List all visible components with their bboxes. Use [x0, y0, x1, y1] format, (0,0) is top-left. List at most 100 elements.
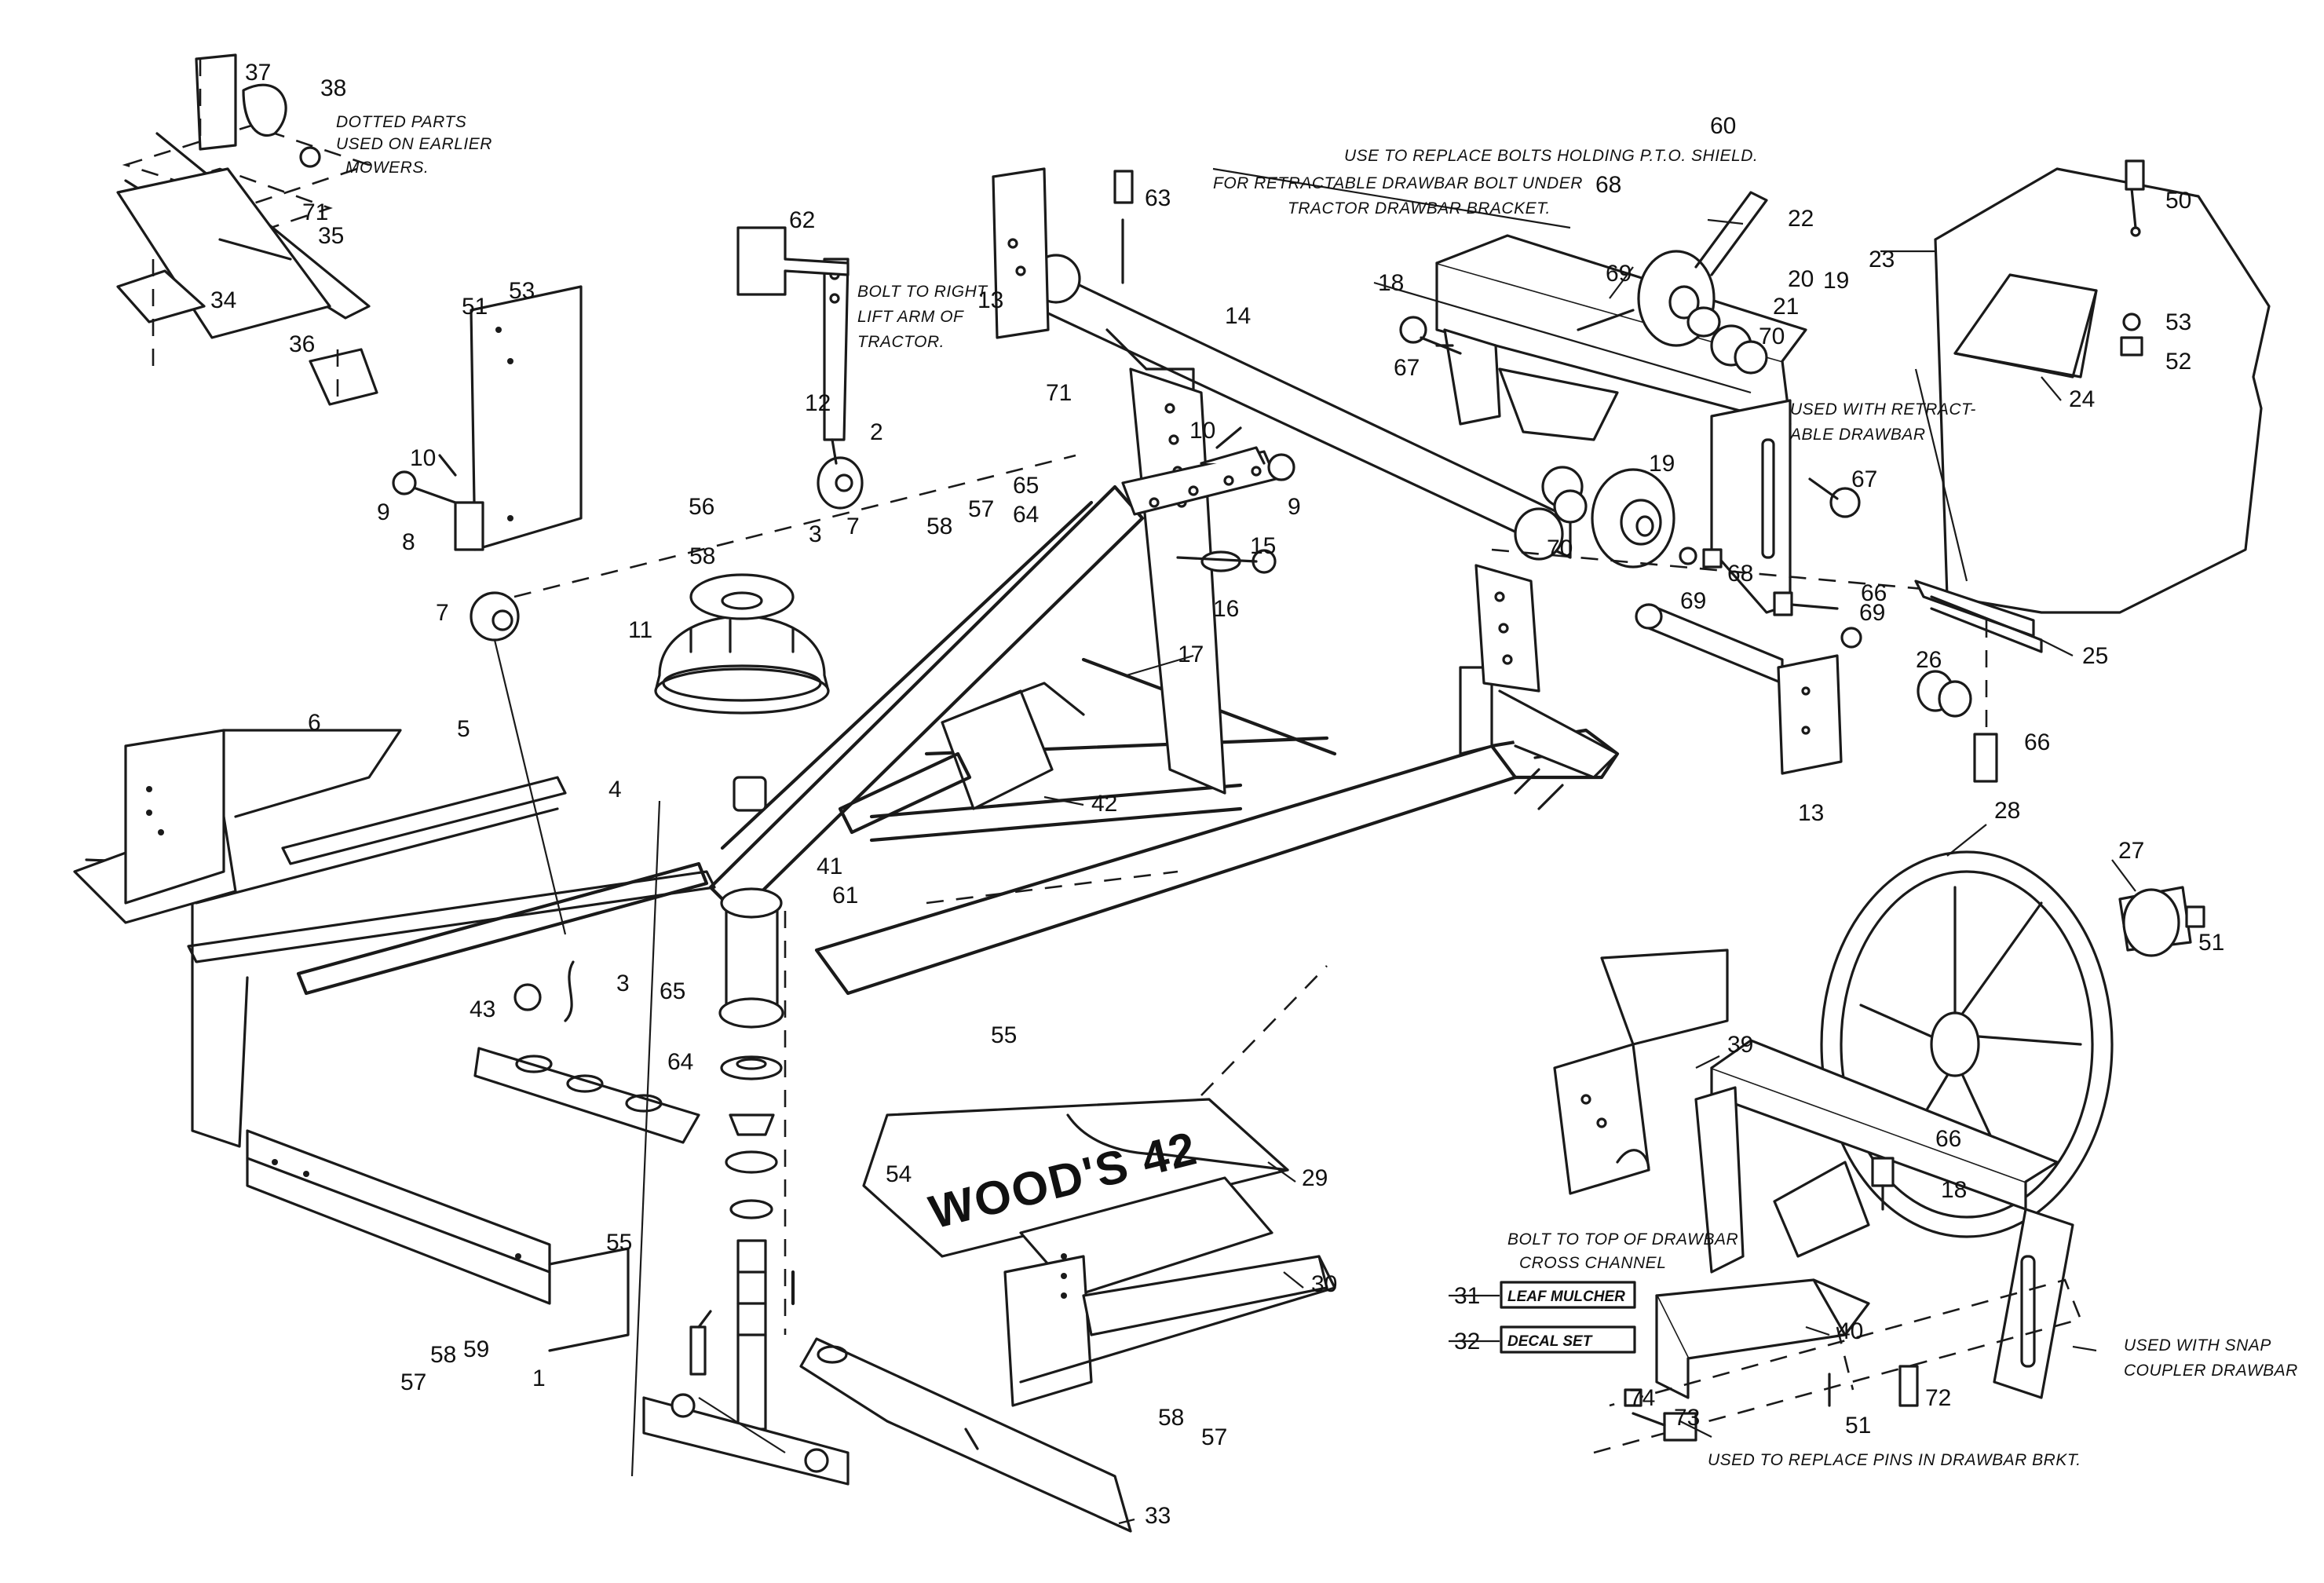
callout-22: 22: [1788, 206, 1814, 232]
callout-58: 58: [689, 543, 715, 569]
callout-70: 70: [1547, 536, 1573, 561]
note-replace-pins: USED TO REPLACE PINS IN DRAWBAR BRKT.: [1708, 1451, 2081, 1469]
note-retractable-bolt-1: FOR RETRACTABLE DRAWBAR BOLT UNDER: [1213, 174, 1583, 192]
callout-15: 15: [1250, 533, 1276, 559]
callout-1: 1: [532, 1365, 546, 1391]
callout-70: 70: [1759, 324, 1785, 349]
callout-58: 58: [1158, 1405, 1184, 1431]
callout-13: 13: [977, 287, 1003, 313]
callout-33: 33: [1145, 1503, 1171, 1529]
callout-53: 53: [2165, 309, 2191, 335]
note-dotted-parts-3: MOWERS.: [345, 159, 429, 177]
callout-19: 19: [1823, 268, 1849, 294]
callout-21: 21: [1773, 294, 1799, 320]
skid-plate-3: [473, 960, 700, 1144]
callout-53: 53: [509, 278, 535, 304]
callout-41: 41: [817, 854, 842, 879]
spindle-assembly: [630, 776, 850, 1486]
note-retractable-bolt-2: TRACTOR DRAWBAR BRACKET.: [1288, 199, 1551, 218]
callout-labels: 1 2 3 3 4 5 6 7 7 8 9 9 10 10 11 12 13 1…: [210, 60, 2224, 1529]
blade-33: [799, 1337, 1132, 1533]
callout-61: 61: [832, 883, 858, 908]
callout-64: 64: [1013, 502, 1039, 528]
callout-67: 67: [1394, 355, 1420, 381]
lift-link-12: [736, 226, 864, 510]
callout-11: 11: [628, 617, 652, 643]
note-replace-bolts: USE TO REPLACE BOLTS HOLDING P.T.O. SHIE…: [1344, 147, 1758, 165]
callout-51: 51: [462, 294, 488, 320]
callout-55: 55: [991, 1022, 1017, 1048]
mount-plate-53: [392, 285, 1076, 935]
note-dotted-parts-1: DOTTED PARTS: [336, 113, 466, 131]
callout-12: 12: [805, 390, 831, 416]
callout-57: 57: [400, 1369, 426, 1395]
callout-14: 14: [1225, 303, 1251, 329]
callout-5: 5: [457, 716, 470, 742]
callout-68: 68: [1727, 561, 1753, 587]
callout-52: 52: [2165, 349, 2191, 375]
pulley-11: [654, 573, 830, 715]
leaf-mulcher-label: LEAF MULCHER: [1507, 1289, 1625, 1305]
callout-38: 38: [320, 75, 346, 101]
callout-71: 71: [1046, 380, 1072, 406]
callout-69: 69: [1680, 588, 1706, 614]
callout-18: 18: [1941, 1177, 1967, 1203]
callout-74: 74: [1629, 1385, 1655, 1411]
callout-36: 36: [289, 331, 315, 357]
callout-66: 66: [1861, 580, 1887, 606]
callout-4: 4: [608, 777, 622, 802]
callout-50: 50: [2165, 188, 2191, 214]
decal-set-label: DECAL SET: [1507, 1333, 1593, 1350]
callout-66: 66: [1935, 1126, 1961, 1152]
callout-69: 69: [1859, 600, 1885, 626]
callout-3: 3: [809, 521, 822, 547]
note-bolt-top-drawbar-1: BOLT TO TOP OF DRAWBAR: [1507, 1230, 1738, 1248]
callout-58: 58: [430, 1342, 456, 1368]
callout-37: 37: [245, 60, 271, 86]
callout-57: 57: [1201, 1424, 1227, 1450]
callout-25: 25: [2082, 643, 2108, 669]
leaf-mulcher-box: [1500, 1281, 1636, 1309]
front-shield-29-30: [862, 965, 1336, 1407]
callout-54: 54: [886, 1161, 912, 1187]
callout-8: 8: [402, 529, 415, 555]
callout-65: 65: [660, 978, 685, 1004]
note-dotted-parts-2: USED ON EARLIER: [336, 135, 492, 153]
callout-27: 27: [2118, 838, 2144, 864]
callout-63: 63: [1145, 185, 1171, 211]
callout-29: 29: [1302, 1165, 1328, 1191]
callout-72: 72: [1925, 1385, 1951, 1411]
callout-2: 2: [870, 419, 883, 445]
callout-62: 62: [789, 207, 815, 233]
callout-7: 7: [436, 600, 449, 626]
callout-6: 6: [308, 710, 321, 736]
callout-35: 35: [318, 223, 344, 249]
top-tube-14: [992, 167, 1619, 810]
callout-51: 51: [2198, 930, 2224, 956]
idler-assembly: [1399, 191, 2011, 783]
leader-lines: [698, 167, 2136, 1525]
callout-34: 34: [210, 287, 236, 313]
callout-3: 3: [616, 971, 630, 996]
note-used-retractable-2: ABLE DRAWBAR: [1789, 426, 1926, 444]
callout-39: 39: [1727, 1032, 1753, 1058]
callout-60: 60: [1710, 113, 1736, 139]
callout-7: 7: [846, 514, 860, 539]
callout-26: 26: [1916, 647, 1942, 673]
callout-51: 51: [1845, 1413, 1871, 1439]
callout-68: 68: [1595, 172, 1621, 198]
callout-55: 55: [606, 1230, 632, 1256]
callout-9: 9: [377, 499, 390, 525]
note-bolt-right-lift-3: TRACTOR.: [857, 333, 945, 351]
callout-16: 16: [1213, 596, 1239, 622]
main-frame: [296, 484, 1620, 1029]
note-bolt-right-lift-2: LIFT ARM OF: [857, 308, 964, 326]
callout-66: 66: [2024, 729, 2050, 755]
drawbar-assembly: [1553, 850, 2205, 1454]
callout-57: 57: [968, 496, 994, 522]
callout-64: 64: [667, 1049, 693, 1075]
callout-10: 10: [1189, 418, 1215, 444]
callout-10: 10: [410, 445, 436, 471]
callout-58: 58: [926, 514, 952, 539]
pto-shield-23: [1914, 159, 2271, 653]
